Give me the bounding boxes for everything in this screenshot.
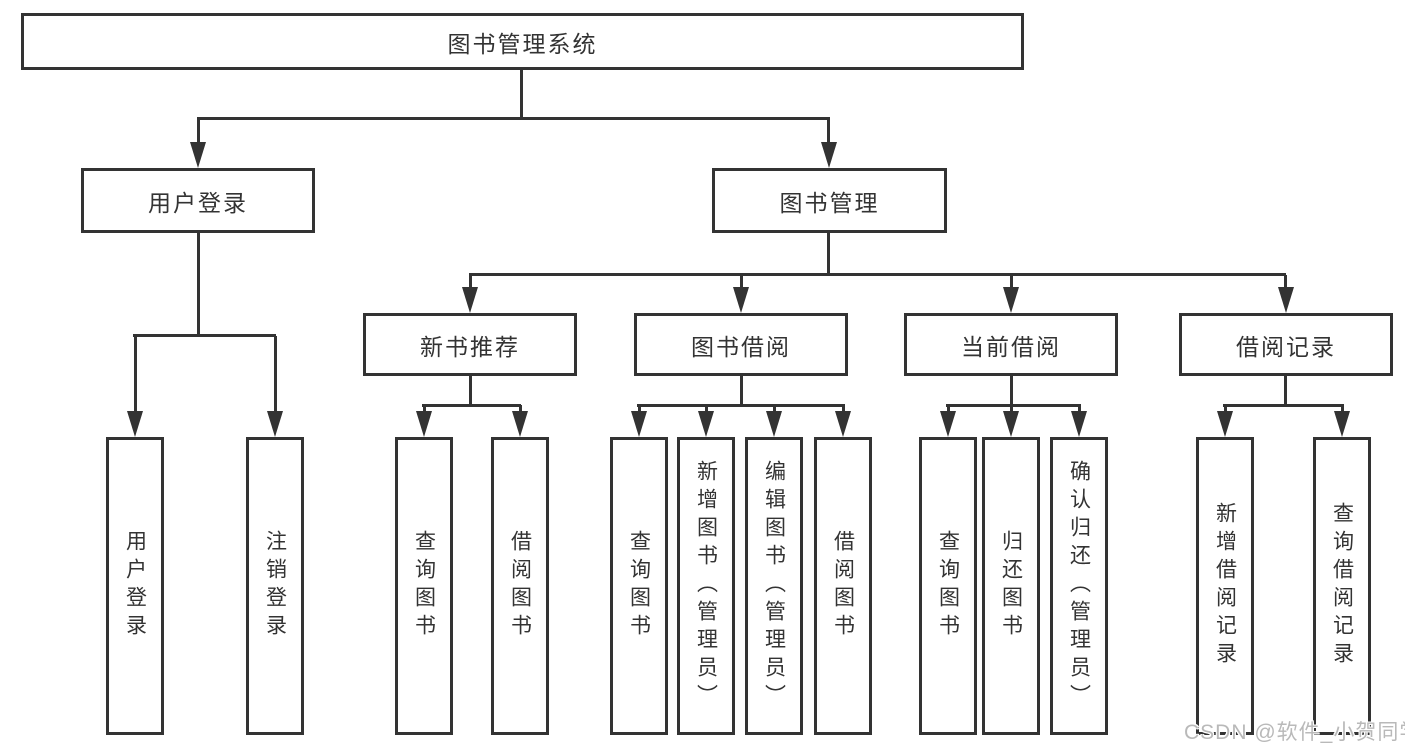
- arrow-down-icon: [190, 142, 206, 168]
- connector-line: [946, 404, 1081, 407]
- connector-line: [842, 405, 845, 415]
- arrow-down-icon: [766, 411, 782, 437]
- leaf-query-borrow-record: 查询借阅记录: [1313, 437, 1371, 735]
- connector-line: [469, 273, 1286, 276]
- connector-line: [947, 405, 950, 415]
- node-current-borrow: 当前借阅: [904, 313, 1118, 376]
- node-user-login: 用户登录: [81, 168, 315, 233]
- connector-line: [520, 67, 523, 118]
- arrow-down-icon: [1278, 287, 1294, 313]
- connector-line: [827, 119, 830, 145]
- arrow-down-icon: [267, 411, 283, 437]
- node-book-borrow: 图书借阅: [634, 313, 848, 376]
- connector-line: [422, 404, 521, 407]
- connector-line: [519, 405, 522, 415]
- arrow-down-icon: [512, 411, 528, 437]
- leaf-query-books-current: 查询图书: [919, 437, 977, 735]
- connector-line: [134, 336, 137, 413]
- connector-line: [740, 376, 743, 406]
- arrow-down-icon: [940, 411, 956, 437]
- connector-line: [197, 232, 200, 336]
- connector-line: [1010, 275, 1013, 289]
- connector-line: [1223, 404, 1344, 407]
- node-new-book-recommend: 新书推荐: [363, 313, 577, 376]
- connector-line: [637, 404, 845, 407]
- connector-line: [1224, 405, 1227, 415]
- connector-line: [197, 119, 200, 145]
- arrow-down-icon: [733, 287, 749, 313]
- connector-line: [740, 275, 743, 289]
- connector-line: [423, 405, 426, 415]
- connector-line: [1284, 376, 1287, 406]
- connector-line: [1010, 405, 1013, 415]
- connector-line: [469, 376, 472, 406]
- leaf-user-login: 用户登录: [106, 437, 164, 735]
- connector-line: [133, 334, 276, 337]
- arrow-down-icon: [1217, 411, 1233, 437]
- csdn-watermark: CSDN @软件_小贺同学: [1184, 721, 1405, 744]
- arrow-down-icon: [1334, 411, 1350, 437]
- arrow-down-icon: [698, 411, 714, 437]
- connector-line: [705, 405, 708, 415]
- arrow-down-icon: [127, 411, 143, 437]
- arrow-down-icon: [631, 411, 647, 437]
- arrow-down-icon: [416, 411, 432, 437]
- leaf-query-books-recommend: 查询图书: [395, 437, 453, 735]
- leaf-logout: 注销登录: [246, 437, 304, 735]
- connector-line: [1010, 376, 1013, 406]
- leaf-edit-books-admin: 编辑图书（管理员）: [745, 437, 803, 735]
- connector-line: [773, 405, 776, 415]
- arrow-down-icon: [1003, 411, 1019, 437]
- node-book-management: 图书管理: [712, 168, 947, 233]
- leaf-borrow-books-recommend: 借阅图书: [491, 437, 549, 735]
- connector-line: [197, 117, 830, 120]
- leaf-add-borrow-record: 新增借阅记录: [1196, 437, 1254, 735]
- node-root: 图书管理系统: [21, 13, 1024, 70]
- connector-line: [1078, 405, 1081, 415]
- leaf-add-books-admin: 新增图书（管理员）: [677, 437, 735, 735]
- arrow-down-icon: [835, 411, 851, 437]
- connector-line: [1341, 405, 1344, 415]
- arrow-down-icon: [1071, 411, 1087, 437]
- connector-line: [827, 232, 830, 276]
- leaf-borrow-books: 借阅图书: [814, 437, 872, 735]
- connector-line: [274, 336, 277, 413]
- connector-line: [1284, 275, 1287, 289]
- leaf-return-books: 归还图书: [982, 437, 1040, 735]
- arrow-down-icon: [821, 142, 837, 168]
- leaf-query-books-borrow: 查询图书: [610, 437, 668, 735]
- arrow-down-icon: [462, 287, 478, 313]
- connector-line: [638, 405, 641, 415]
- leaf-confirm-return-admin: 确认归还（管理员）: [1050, 437, 1108, 735]
- connector-line: [469, 275, 472, 289]
- node-borrow-records: 借阅记录: [1179, 313, 1393, 376]
- arrow-down-icon: [1003, 287, 1019, 313]
